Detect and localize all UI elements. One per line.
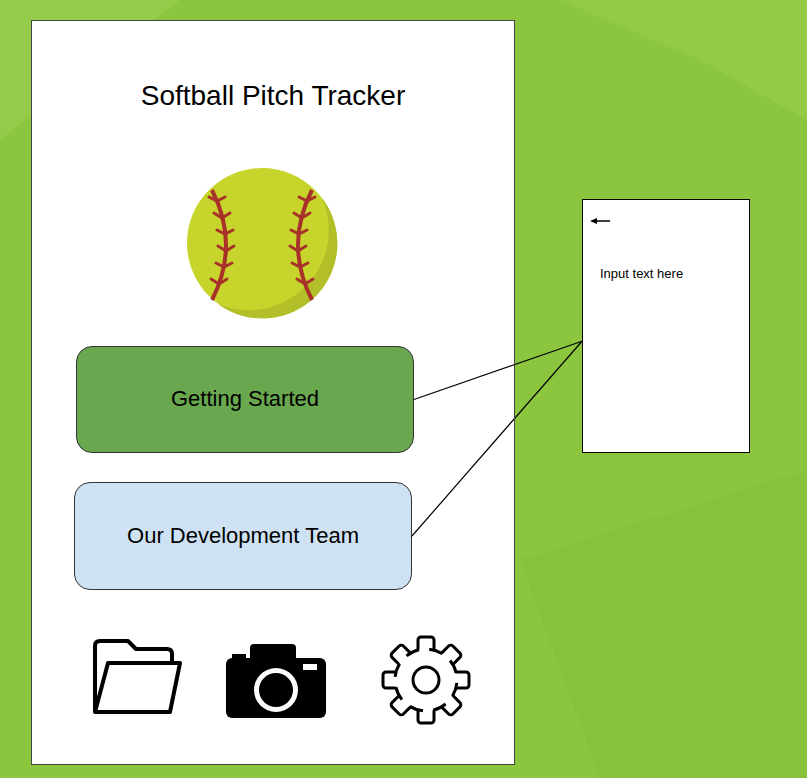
camera-icon: [226, 644, 326, 718]
phone-screen: Softball Pitch TrackerGetting StartedOur…: [31, 20, 515, 765]
folder-icon: [95, 641, 180, 712]
text-box-fill: [582, 199, 750, 453]
placeholder-text: Input text here: [600, 266, 741, 282]
screen-title: Softball Pitch Tracker: [32, 79, 514, 113]
button-label: Getting Started: [171, 386, 319, 412]
menu-button: Our Development Team: [74, 482, 412, 590]
text-box: Input text here: [582, 199, 750, 453]
softball-icon: [187, 168, 337, 319]
menu-button: Getting Started: [76, 346, 414, 453]
ground-pattern: [520, 470, 807, 778]
back-arrow-icon: [590, 218, 610, 224]
connector-line: [412, 341, 582, 536]
phone-screen-fill: [31, 20, 515, 765]
ground-pattern: [560, 0, 807, 120]
button-label: Our Development Team: [127, 523, 359, 549]
settings-gear-icon: [383, 637, 469, 723]
